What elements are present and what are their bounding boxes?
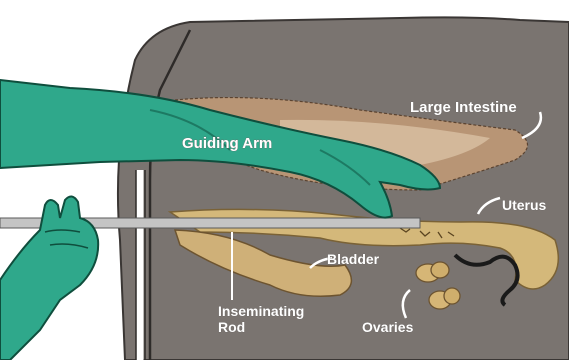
- label-guiding-arm: Guiding Arm: [182, 135, 272, 152]
- ovary-top-2: [431, 262, 449, 278]
- label-inseminating-rod-line1: Inseminating: [218, 303, 304, 319]
- label-ovaries: Ovaries: [362, 319, 414, 335]
- label-inseminating-rod-line2: Rod: [218, 319, 245, 335]
- label-uterus: Uterus: [502, 197, 547, 213]
- label-bladder: Bladder: [327, 251, 380, 267]
- ovary-bottom-2: [444, 288, 460, 304]
- label-large-intestine: Large Intestine: [410, 99, 517, 116]
